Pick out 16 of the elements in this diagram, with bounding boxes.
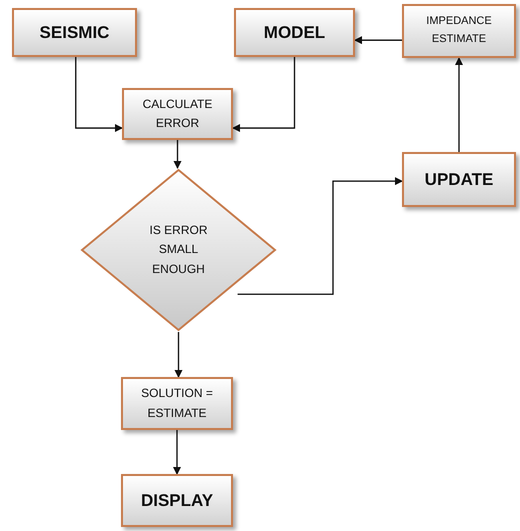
node-label: IS ERROR SMALL ENOUGH bbox=[148, 222, 208, 278]
node-label: UPDATE bbox=[424, 168, 494, 191]
node-label: SOLUTION = ESTIMATE bbox=[140, 385, 214, 422]
arrow bbox=[173, 430, 181, 475]
arrow bbox=[174, 332, 182, 378]
arrow bbox=[455, 57, 463, 152]
arrow bbox=[232, 57, 296, 132]
node-label: DISPLAY bbox=[140, 490, 214, 512]
arrow bbox=[174, 140, 182, 169]
node-label: SEISMIC bbox=[40, 22, 110, 44]
node-label: MODEL bbox=[264, 22, 326, 44]
node-label: IMPEDANCE ESTIMATE bbox=[425, 14, 493, 47]
arrow bbox=[238, 177, 403, 295]
node-label: CALCULATE ERROR bbox=[142, 96, 214, 132]
arrow bbox=[75, 57, 123, 132]
arrow bbox=[354, 36, 402, 44]
